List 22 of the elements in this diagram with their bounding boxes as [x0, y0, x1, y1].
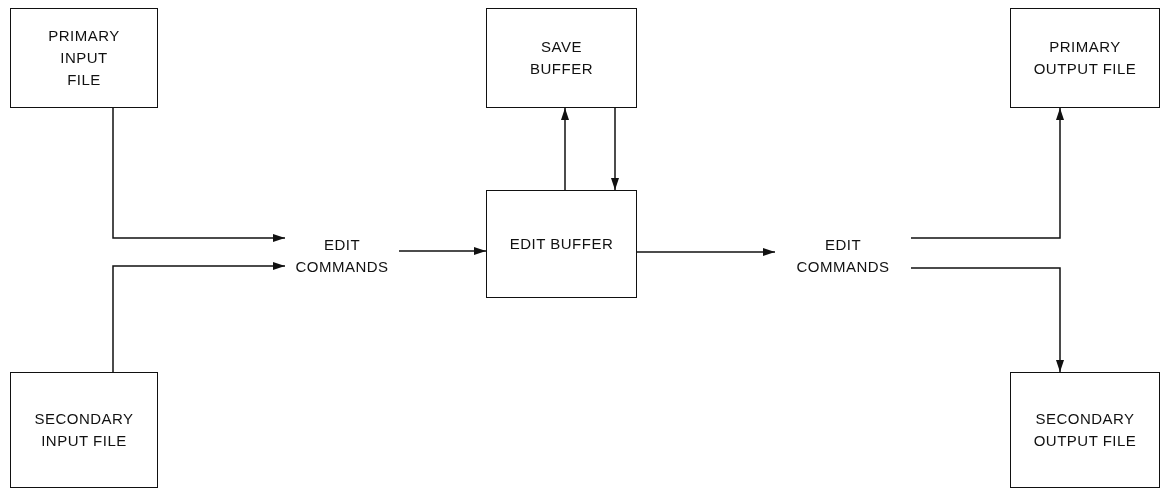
box-label: SECONDARY OUTPUT FILE [1032, 409, 1138, 451]
process-box [10, 8, 158, 108]
box-label: SECONDARY INPUT FILE [33, 409, 135, 451]
arrow [112, 107, 286, 242]
arrow [398, 247, 487, 255]
box-label: EDIT BUFFER [509, 234, 614, 254]
arrow [636, 248, 776, 256]
process-box [1010, 372, 1160, 488]
process-box [10, 372, 158, 488]
process-box [1010, 8, 1160, 108]
arrow [561, 107, 569, 191]
box-label: PRIMARY OUTPUT FILE [1032, 37, 1138, 79]
arrow [611, 107, 619, 191]
arrow [910, 107, 1064, 239]
box-label: SAVE BUFFER [529, 37, 594, 79]
process-box [486, 8, 637, 108]
box-label: PRIMARY INPUT FILE [47, 26, 121, 90]
process-box [486, 190, 637, 298]
arrow [112, 262, 286, 373]
arrow [910, 267, 1064, 373]
flow-label: EDIT COMMANDS [294, 235, 390, 277]
flow-label: EDIT COMMANDS [795, 235, 891, 277]
